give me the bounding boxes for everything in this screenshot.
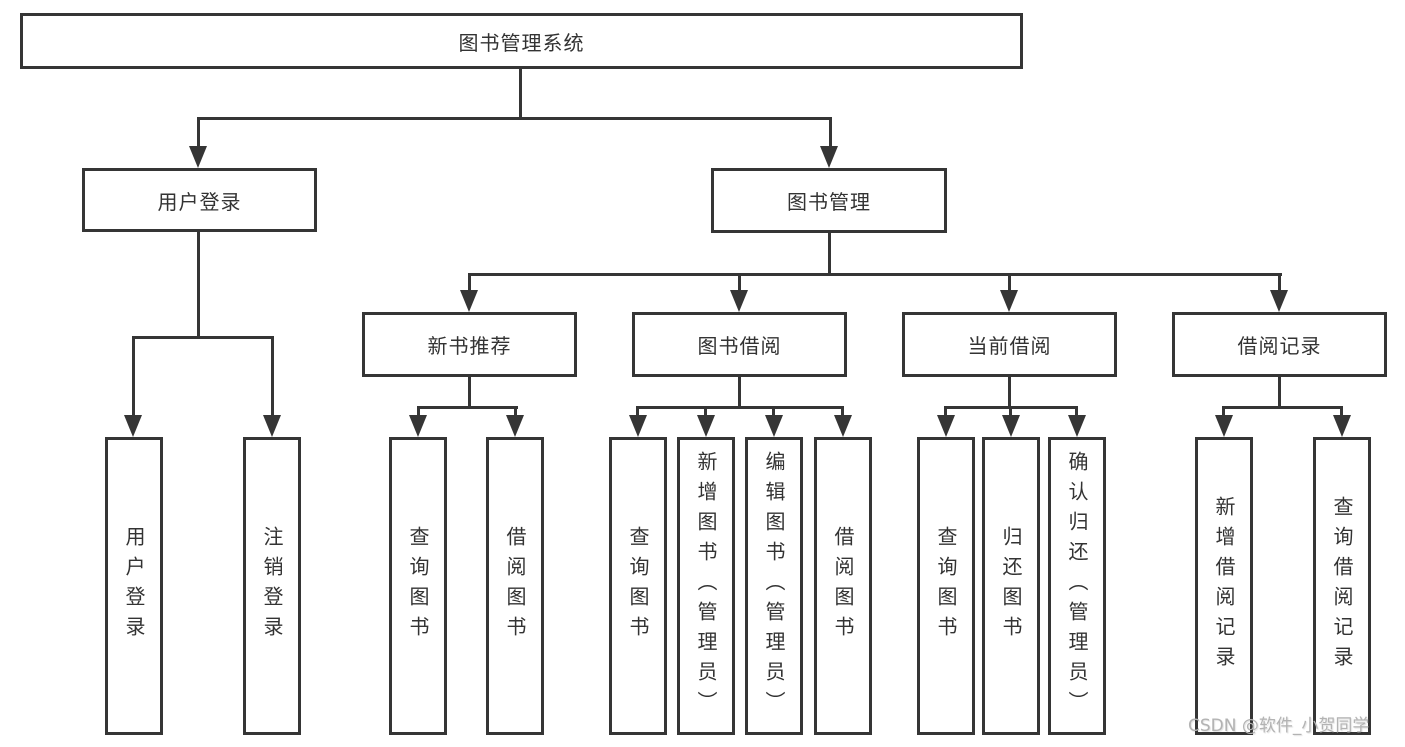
connector-currentborrow-leaf2-stub <box>1009 406 1012 417</box>
arrowhead-newbook-borrow <box>506 415 524 437</box>
leaf-current-confirm: 确认归还（管理员） <box>1048 437 1106 735</box>
node-borrow-record-label: 借阅记录 <box>1237 334 1322 358</box>
arrowhead-leaf-logout <box>263 415 281 437</box>
leaf-borrow-borrow: 借阅图书 <box>814 437 872 735</box>
leaf-record-add-label: 新增借阅记录 <box>1212 496 1236 676</box>
connector-root-stem <box>519 69 522 118</box>
leaf-newbook-borrow: 借阅图书 <box>486 437 544 735</box>
leaf-borrow-edit: 编辑图书（管理员） <box>745 437 803 735</box>
connector-newbook-stub <box>468 273 471 293</box>
node-book-management-label: 图书管理 <box>787 190 871 214</box>
connector-userlogin-hline <box>132 336 274 339</box>
connector-bookborrow-stem <box>738 377 741 406</box>
connector-bookborrow-leaf2-stub <box>704 406 707 417</box>
arrowhead-current-confirm <box>1068 415 1086 437</box>
leaf-newbook-borrow-label: 借阅图书 <box>503 526 527 646</box>
arrowhead-borrow-record <box>1270 290 1288 312</box>
connector-userlogin-stem <box>197 232 200 336</box>
node-book-borrow: 图书借阅 <box>632 312 847 377</box>
node-current-borrow: 当前借阅 <box>902 312 1117 377</box>
arrowhead-bookborrow-add <box>697 415 715 437</box>
arrowhead-current-query <box>937 415 955 437</box>
connector-newbook-hline <box>417 406 518 409</box>
leaf-newbook-query: 查询图书 <box>389 437 447 735</box>
leaf-borrow-query-label: 查询图书 <box>626 526 650 646</box>
connector-bookborrow-leaf4-stub <box>841 406 844 417</box>
connector-borrowrecord-leaf1-stub <box>1222 406 1225 417</box>
leaf-current-return: 归还图书 <box>982 437 1040 735</box>
leaf-record-query: 查询借阅记录 <box>1313 437 1371 735</box>
node-new-book-recommend: 新书推荐 <box>362 312 577 377</box>
connector-bookmgmt-stem <box>828 233 831 273</box>
leaf-borrow-query: 查询图书 <box>609 437 667 735</box>
node-current-borrow-label: 当前借阅 <box>967 334 1052 358</box>
arrowhead-book-management <box>820 146 838 168</box>
connector-borrowrecord-leaf2-stub <box>1340 406 1343 417</box>
leaf-user-login-label: 用户登录 <box>122 526 146 646</box>
connector-bookborrow-leaf3-stub <box>772 406 775 417</box>
leaf-logout-label: 注销登录 <box>260 526 284 646</box>
arrowhead-current-return <box>1002 415 1020 437</box>
leaf-borrow-edit-label: 编辑图书（管理员） <box>762 451 786 721</box>
arrowhead-newbook-query <box>409 415 427 437</box>
leaf-borrow-add-label: 新增图书（管理员） <box>694 451 718 721</box>
connector-bookborrow-stub <box>738 273 741 293</box>
leaf-current-return-label: 归还图书 <box>999 526 1023 646</box>
leaf-borrow-borrow-label: 借阅图书 <box>831 526 855 646</box>
node-book-management: 图书管理 <box>711 168 947 233</box>
leaf-current-query: 查询图书 <box>917 437 975 735</box>
arrowhead-record-add <box>1215 415 1233 437</box>
arrowhead-current-borrow <box>1000 290 1018 312</box>
connector-newbook-leaf1-stub <box>417 406 420 417</box>
connector-borrowrecord-hline <box>1222 406 1343 409</box>
node-user-login: 用户登录 <box>82 168 317 232</box>
connector-level3-hline <box>468 273 1282 276</box>
connector-borrowrecord-stub <box>1278 273 1281 293</box>
connector-borrowrecord-stem <box>1278 377 1281 406</box>
connector-bookborrow-leaf1-stub <box>636 406 639 417</box>
arrowhead-book-borrow <box>730 290 748 312</box>
node-new-book-recommend-label: 新书推荐 <box>427 334 512 358</box>
leaf-borrow-add: 新增图书（管理员） <box>677 437 735 735</box>
connector-bookborrow-hline <box>636 406 844 409</box>
leaf-record-query-label: 查询借阅记录 <box>1330 496 1354 676</box>
leaf-current-confirm-label: 确认归还（管理员） <box>1065 451 1089 721</box>
arrowhead-bookborrow-query <box>629 415 647 437</box>
connector-newbook-leaf2-stub <box>514 406 517 417</box>
leaf-user-login: 用户登录 <box>105 437 163 735</box>
node-user-login-label: 用户登录 <box>157 189 242 214</box>
leaf-logout: 注销登录 <box>243 437 301 735</box>
connector-userlogin-stub <box>197 117 200 147</box>
arrowhead-record-query <box>1333 415 1351 437</box>
leaf-record-add: 新增借阅记录 <box>1195 437 1253 735</box>
arrowhead-leaf-user-login <box>124 415 142 437</box>
connector-currentborrow-stub <box>1008 273 1011 293</box>
connector-level2-hline <box>197 117 832 120</box>
node-root: 图书管理系统 <box>20 13 1023 69</box>
arrowhead-new-book <box>460 290 478 312</box>
node-borrow-record: 借阅记录 <box>1172 312 1387 377</box>
connector-bookmgmt-stub <box>829 117 832 147</box>
connector-newbook-stem <box>468 377 471 406</box>
node-root-label: 图书管理系统 <box>458 30 585 55</box>
leaf-newbook-query-label: 查询图书 <box>406 526 430 646</box>
connector-currentborrow-leaf1-stub <box>944 406 947 417</box>
arrowhead-user-login <box>189 146 207 168</box>
leaf-current-query-label: 查询图书 <box>934 526 958 646</box>
arrowhead-bookborrow-edit <box>765 415 783 437</box>
connector-userlogin-leaf2-stub <box>271 336 274 416</box>
connector-currentborrow-stem <box>1008 377 1011 406</box>
connector-currentborrow-leaf3-stub <box>1075 406 1078 417</box>
node-book-borrow-label: 图书借阅 <box>697 334 782 358</box>
arrowhead-bookborrow-borrow <box>834 415 852 437</box>
csdn-watermark: CSDN @软件_小贺同学 <box>1188 716 1370 736</box>
connector-userlogin-leaf1-stub <box>132 336 135 416</box>
